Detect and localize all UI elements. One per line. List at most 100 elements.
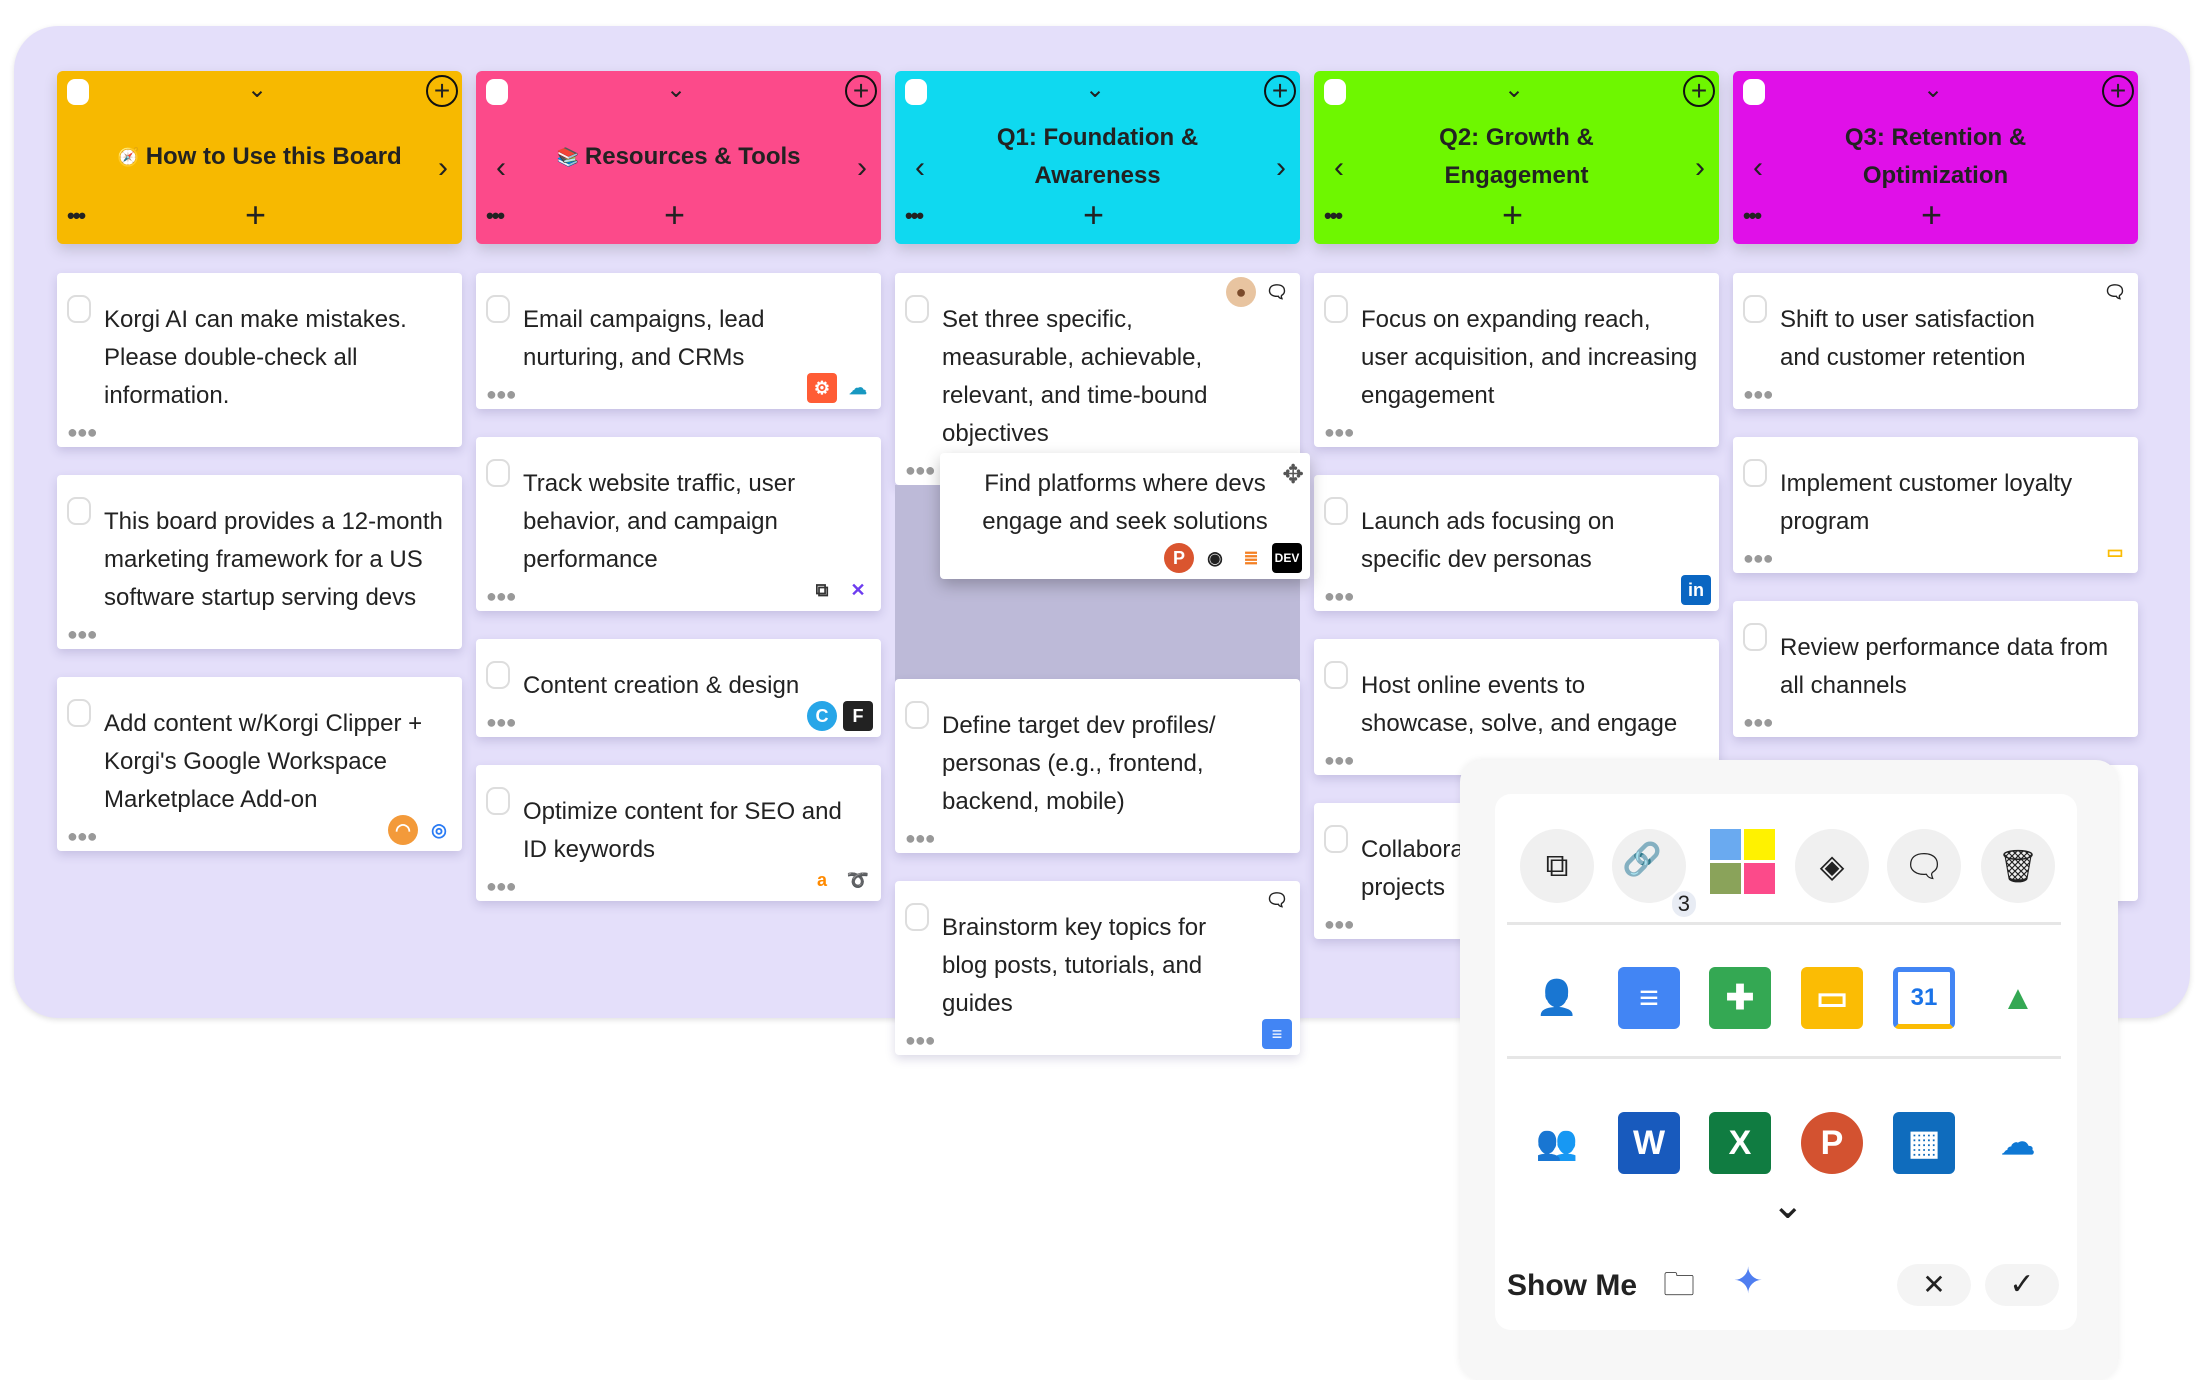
copy-button[interactable]: ⧉	[1520, 829, 1594, 903]
card-menu-dots-icon[interactable]: ●●●	[1324, 422, 1355, 442]
folder-download-icon[interactable]: 🗀	[1663, 1266, 1696, 1302]
color-swatch[interactable]	[1709, 829, 1741, 860]
move-left-chevron-icon[interactable]: ‹	[1334, 151, 1344, 184]
expand-chevron-down-icon[interactable]: ⌄	[1771, 1183, 1805, 1227]
card-checkbox[interactable]	[67, 295, 91, 323]
card[interactable]: Add content w/Korgi Clipper + Korgi's Go…	[57, 677, 462, 851]
card-checkbox[interactable]	[67, 497, 91, 525]
card-checkbox[interactable]	[67, 699, 91, 727]
card-checkbox[interactable]	[1743, 295, 1767, 323]
column-menu-dots-icon[interactable]: •••	[486, 203, 505, 228]
color-swatch[interactable]	[1743, 829, 1775, 860]
collapse-chevron-down-icon[interactable]: ⌄	[1085, 76, 1106, 103]
card-checkbox[interactable]	[486, 661, 510, 689]
card-checkbox[interactable]	[905, 295, 929, 323]
column-menu-dots-icon[interactable]: •••	[1743, 203, 1762, 228]
card[interactable]: Implement customer loyalty program●●●▭	[1733, 437, 2138, 573]
card[interactable]: Launch ads focusing on specific dev pers…	[1314, 475, 1719, 611]
card-checkbox[interactable]	[905, 903, 929, 931]
collapse-chevron-down-icon[interactable]: ⌄	[1923, 76, 1944, 103]
card-menu-dots-icon[interactable]: ●●●	[905, 460, 936, 480]
card-checkbox[interactable]	[1743, 623, 1767, 651]
card-menu-dots-icon[interactable]: ●●●	[486, 712, 517, 732]
card[interactable]: Define target dev profiles/ personas (e.…	[895, 679, 1300, 853]
card-menu-dots-icon[interactable]: ●●●	[1324, 586, 1355, 606]
card-menu-dots-icon[interactable]: ●●●	[1324, 914, 1355, 934]
gemini-sparkle-icon[interactable]: ✦	[1733, 1260, 1764, 1301]
card-menu-dots-icon[interactable]: ●●●	[486, 876, 517, 896]
column-select-checkbox[interactable]	[1743, 79, 1765, 105]
color-swatch[interactable]	[1743, 863, 1775, 894]
card-menu-dots-icon[interactable]: ●●●	[1743, 384, 1774, 404]
card-menu-dots-icon[interactable]: ●●●	[67, 826, 98, 846]
column-title[interactable]: Q1: Foundation & Awareness	[945, 113, 1250, 201]
card-checkbox[interactable]	[1324, 661, 1348, 689]
card-menu-dots-icon[interactable]: ●●●	[486, 586, 517, 606]
google-drive-icon[interactable]: ▲	[2001, 978, 2035, 1017]
powerpoint-icon[interactable]: P	[1801, 1112, 1863, 1174]
teams-icon[interactable]: 👥	[1535, 1124, 1579, 1162]
card[interactable]: Set three specific, measurable, achievab…	[895, 273, 1300, 485]
google-slides-icon[interactable]: ▭	[1801, 967, 1863, 1029]
add-circle-icon[interactable]: +	[1264, 75, 1296, 107]
collapse-chevron-down-icon[interactable]: ⌄	[666, 76, 687, 103]
trash-button[interactable]: 🗑	[1981, 829, 2055, 903]
add-circle-icon[interactable]: +	[1683, 75, 1715, 107]
show-me-label[interactable]: Show Me	[1507, 1269, 1638, 1302]
card-checkbox[interactable]	[486, 295, 510, 323]
move-left-chevron-icon[interactable]: ‹	[1753, 151, 1763, 184]
add-card-plus-icon[interactable]: +	[1921, 194, 1943, 235]
card-menu-dots-icon[interactable]: ●●●	[1743, 548, 1774, 568]
card[interactable]: Track website traffic, user behavior, an…	[476, 437, 881, 611]
column-select-checkbox[interactable]	[905, 79, 927, 105]
card[interactable]: Host online events to showcase, solve, a…	[1314, 639, 1719, 775]
excel-icon[interactable]: X	[1709, 1112, 1771, 1174]
google-calendar-icon[interactable]: 31	[1893, 967, 1955, 1029]
add-card-plus-icon[interactable]: +	[1083, 194, 1105, 235]
comment-button[interactable]: 🗨	[1887, 829, 1961, 903]
google-docs-icon[interactable]: ≡	[1618, 967, 1680, 1029]
word-icon[interactable]: W	[1618, 1112, 1680, 1174]
column-select-checkbox[interactable]	[1324, 79, 1346, 105]
column-menu-dots-icon[interactable]: •••	[67, 203, 86, 228]
card[interactable]: Optimize content for SEO and ID keywords…	[476, 765, 881, 901]
column-menu-dots-icon[interactable]: •••	[1324, 203, 1343, 228]
move-right-chevron-icon[interactable]: ›	[1276, 151, 1286, 184]
column-menu-dots-icon[interactable]: •••	[905, 203, 924, 228]
color-palette-icon[interactable]	[1709, 829, 1775, 894]
add-card-plus-icon[interactable]: +	[245, 194, 267, 235]
move-left-chevron-icon[interactable]: ‹	[496, 151, 506, 184]
google-contacts-icon[interactable]: 👤	[1535, 979, 1579, 1017]
card-checkbox[interactable]	[1324, 825, 1348, 853]
dragging-card[interactable]: Find platforms where devs engage and see…	[940, 453, 1310, 579]
move-right-chevron-icon[interactable]: ›	[857, 151, 867, 184]
add-circle-icon[interactable]: +	[2102, 75, 2134, 107]
card-checkbox[interactable]	[486, 787, 510, 815]
card-checkbox[interactable]	[1324, 295, 1348, 323]
card[interactable]: Focus on expanding reach, user acquisiti…	[1314, 273, 1719, 447]
planner-icon[interactable]: ▦	[1893, 1112, 1955, 1174]
link-button[interactable]: 🔗3	[1612, 829, 1696, 917]
card-menu-dots-icon[interactable]: ●●●	[1743, 712, 1774, 732]
add-card-plus-icon[interactable]: +	[664, 194, 686, 235]
card-menu-dots-icon[interactable]: ●●●	[67, 624, 98, 644]
card-menu-dots-icon[interactable]: ●●●	[905, 828, 936, 848]
add-diamond-button[interactable]: ◈	[1795, 829, 1869, 903]
column-title[interactable]: Q3: Retention & Optimization	[1783, 113, 2088, 201]
card[interactable]: Shift to user satisfaction and customer …	[1733, 273, 2138, 409]
column-select-checkbox[interactable]	[67, 79, 89, 105]
confirm-button[interactable]: ✓	[1985, 1264, 2059, 1306]
card[interactable]: Review performance data from all channel…	[1733, 601, 2138, 737]
card-checkbox[interactable]	[1743, 459, 1767, 487]
card-menu-dots-icon[interactable]: ●●●	[905, 1030, 936, 1050]
add-circle-icon[interactable]: +	[426, 75, 458, 107]
add-circle-icon[interactable]: +	[845, 75, 877, 107]
move-right-chevron-icon[interactable]: ›	[438, 151, 448, 184]
collapse-chevron-down-icon[interactable]: ⌄	[1504, 76, 1525, 103]
add-card-plus-icon[interactable]: +	[1502, 194, 1524, 235]
column-title[interactable]: 🧭How to Use this Board	[107, 113, 412, 201]
cancel-button[interactable]: ✕	[1897, 1264, 1971, 1306]
card-checkbox[interactable]	[486, 459, 510, 487]
card-menu-dots-icon[interactable]: ●●●	[67, 422, 98, 442]
